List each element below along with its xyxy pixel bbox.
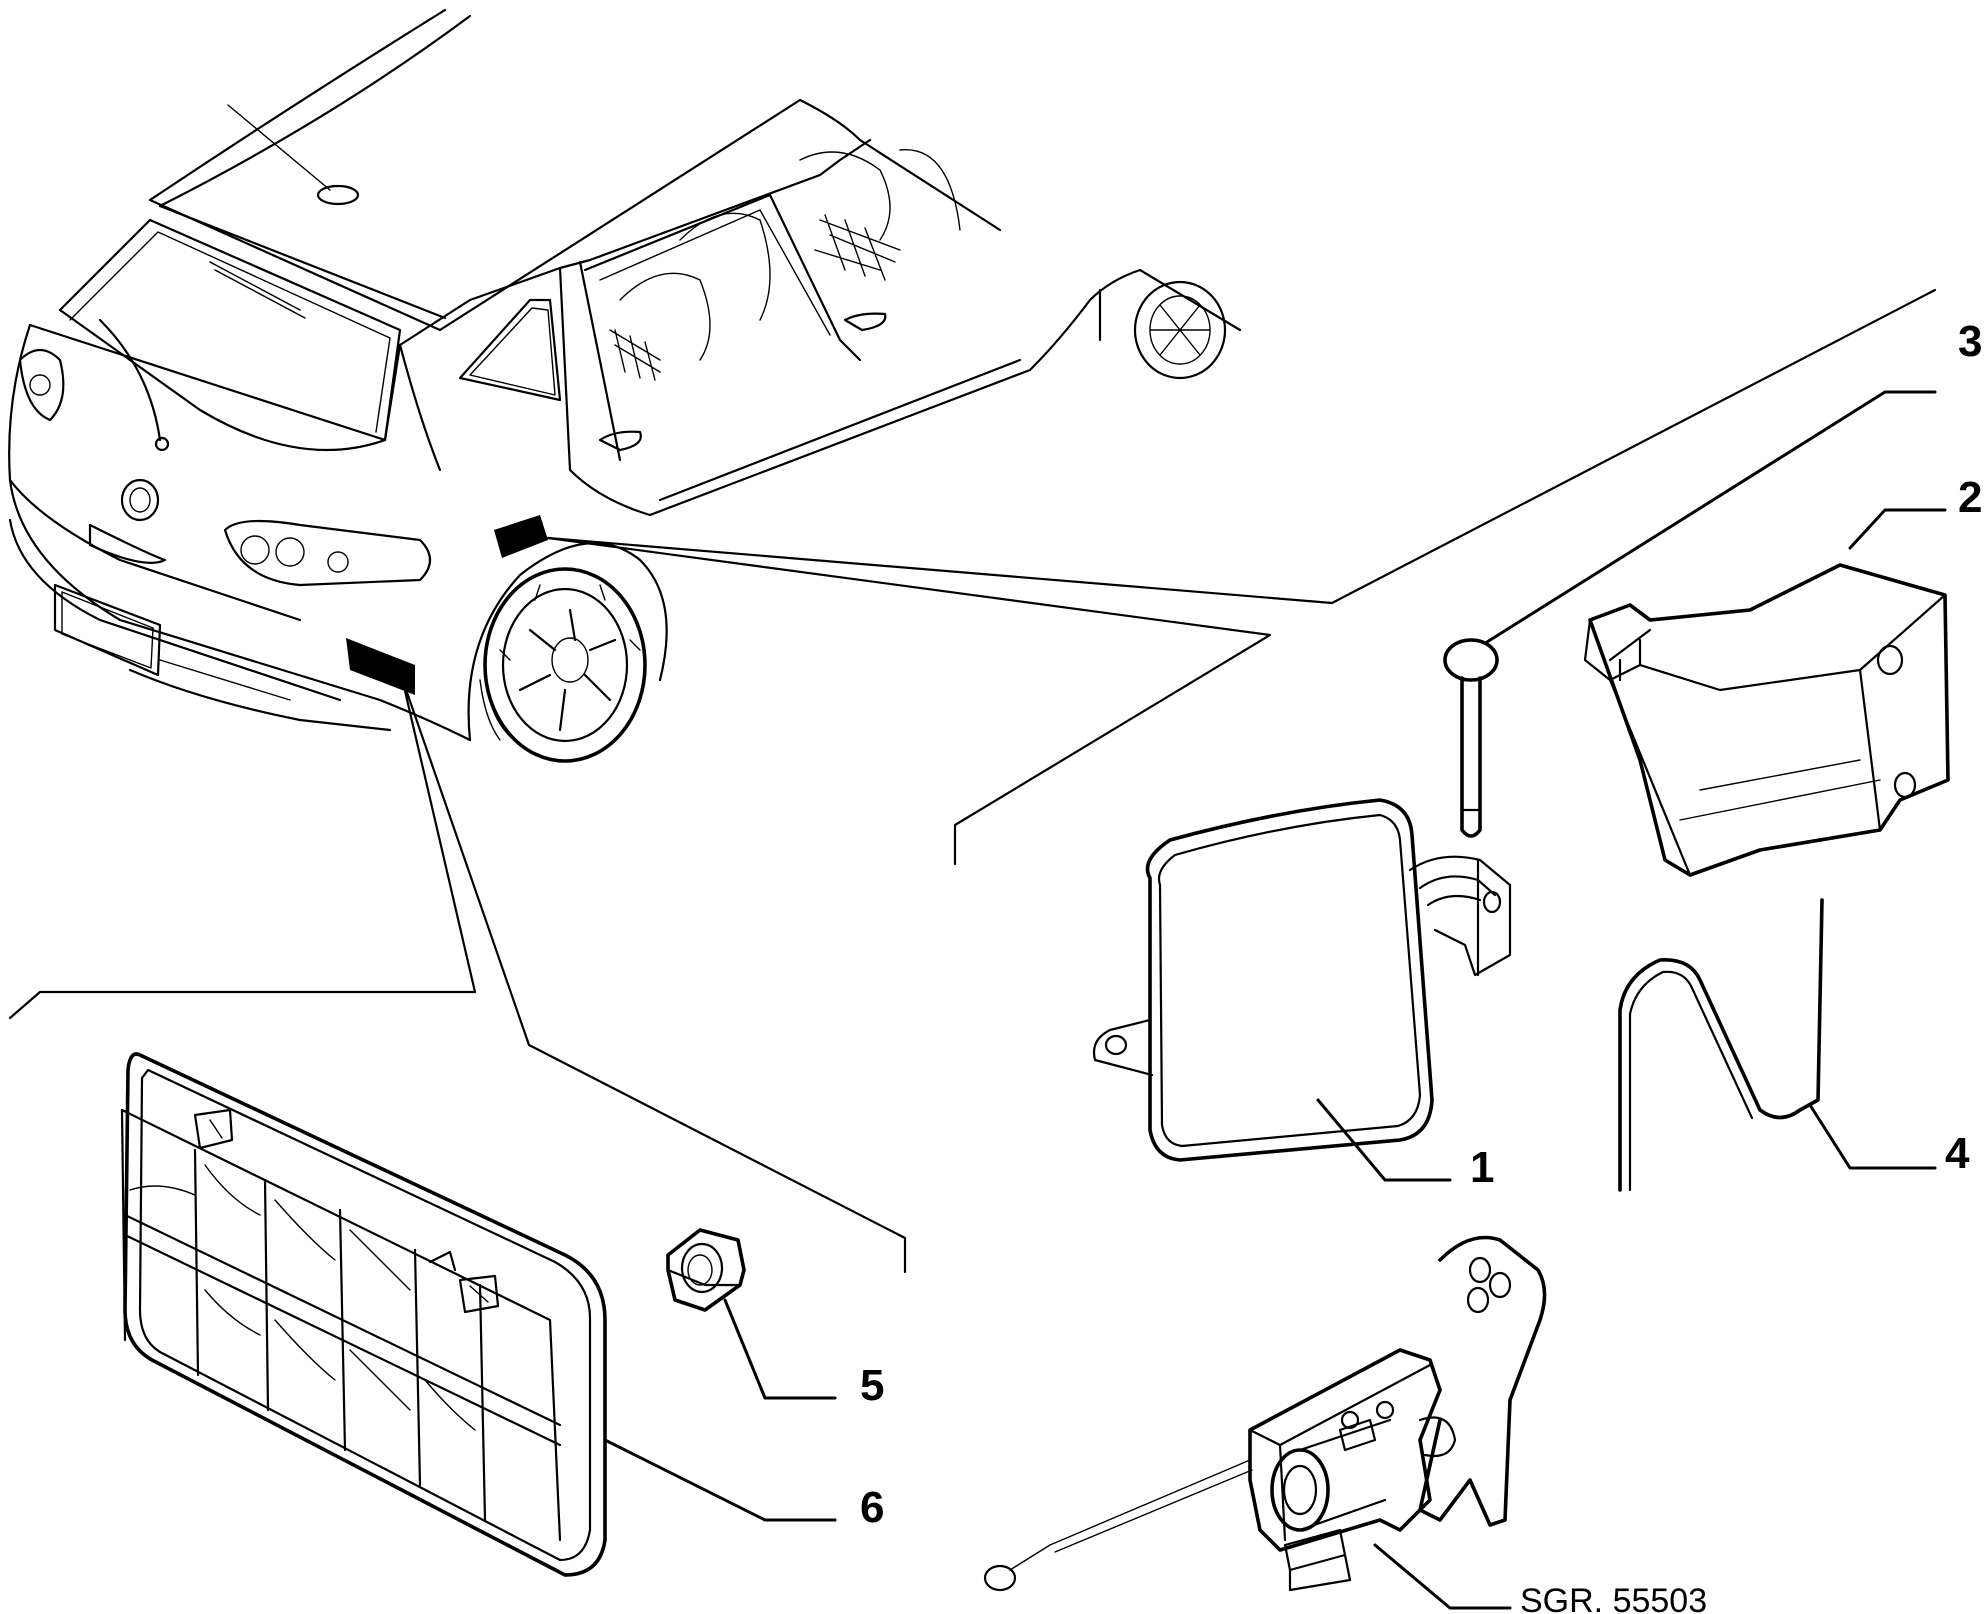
callout-6: 6	[860, 1483, 884, 1532]
fuel-door-location-marker	[494, 515, 548, 558]
car-illustration	[8, 8, 1242, 763]
callout-2: 2	[1958, 473, 1982, 522]
leader-1	[1316, 1098, 1452, 1182]
storage-cover-panel	[120, 1052, 607, 1577]
release-rod	[1618, 898, 1824, 1192]
callout-5: 5	[860, 1361, 884, 1410]
leader-6	[603, 1438, 837, 1522]
callout-leaders	[603, 390, 1947, 1610]
reference-code: SGR. 55503	[1520, 1582, 1707, 1614]
storage-cover-location-marker	[346, 638, 415, 695]
leader-5	[723, 1298, 837, 1400]
callout-4: 4	[1945, 1129, 1970, 1178]
leader-3	[1485, 390, 1937, 644]
leader-lines	[8, 288, 1937, 1274]
fuel-filler-flap	[1092, 798, 1512, 1162]
callout-1: 1	[1470, 1143, 1494, 1192]
pivot-pin	[1443, 638, 1499, 838]
leader-4	[1808, 1103, 1937, 1170]
fuel-door-release-actuator	[983, 1235, 1547, 1592]
leader-ref	[1373, 1543, 1512, 1610]
hex-nut	[666, 1228, 746, 1312]
leader-2	[1848, 508, 1947, 550]
filler-housing-bracket	[1583, 563, 1950, 877]
callout-3: 3	[1958, 317, 1982, 366]
